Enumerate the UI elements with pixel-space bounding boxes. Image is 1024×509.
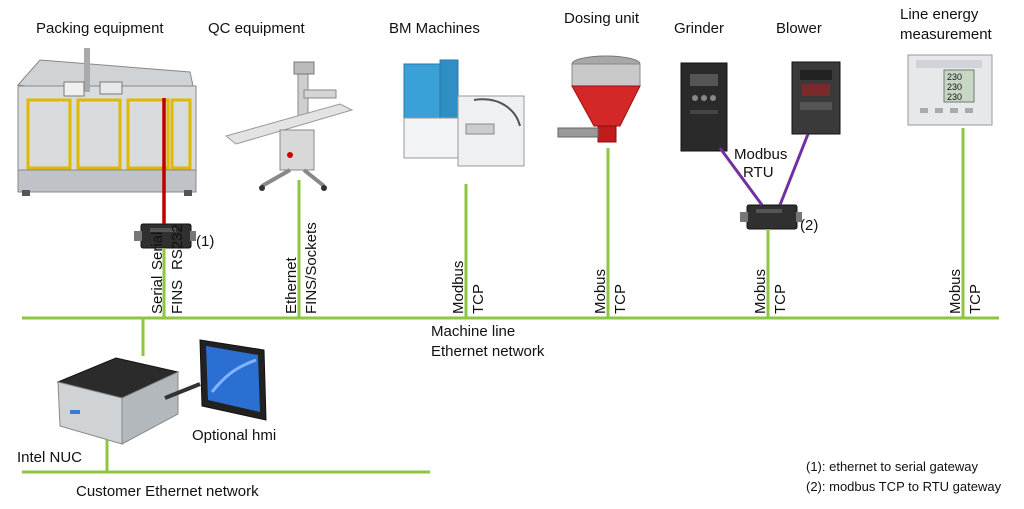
customer-network-label: Customer Ethernet network [76, 483, 259, 500]
hmi-label: Optional hmi [192, 427, 276, 444]
machine-line-label-2: Ethernet network [431, 343, 545, 360]
rtu-cable-blower [778, 133, 810, 206]
energy-title-line2: measurement [900, 26, 993, 43]
svg-text:Mobus: Mobus [592, 269, 609, 314]
svg-text:Modbus: Modbus [450, 261, 467, 314]
gateway2-mobus-tcp-label: Mobus TCP [752, 269, 789, 314]
qc-title: QC equipment [208, 20, 306, 37]
rtu-cable-grinder [718, 147, 764, 206]
dosing-title: Dosing unit [564, 10, 640, 27]
rtu-label-line2: RTU [743, 164, 774, 181]
legend-item-1: (1): ethernet to serial gateway [806, 459, 978, 474]
svg-text:Serial: Serial [149, 232, 166, 270]
legend-item-2: (2): modbus TCP to RTU gateway [806, 479, 1002, 494]
svg-text:FINS: FINS [169, 280, 186, 314]
qc-equipment-image [224, 61, 354, 191]
svg-text:Ethernet: Ethernet [283, 256, 300, 314]
svg-text:Mobus: Mobus [947, 269, 964, 314]
dosing-mobus-tcp-label: Mobus TCP [592, 269, 629, 314]
packing-machine-image [17, 48, 197, 196]
svg-text:Mobus: Mobus [752, 269, 769, 314]
blower-drive-image [791, 61, 841, 135]
optional-hmi-image [164, 339, 267, 421]
bm-modbus-tcp-label: Modbus TCP [450, 261, 487, 314]
gateway-2-tag: (2) [800, 217, 818, 234]
meter-reading-3: 230 [947, 92, 962, 102]
svg-text:TCP: TCP [772, 284, 789, 314]
meter-reading-2: 230 [947, 82, 962, 92]
packing-serial-fins-label: Serial FINS [149, 276, 186, 314]
nuc-label: Intel NUC [17, 449, 82, 466]
dosing-unit-image [557, 55, 641, 143]
rtu-label-line1: Modbus [734, 146, 787, 163]
grinder-title: Grinder [674, 20, 724, 37]
energy-mobus-tcp-label: Mobus TCP [947, 269, 984, 314]
energy-meter-image: 230 230 230 [907, 54, 993, 126]
packing-serial-rs232-label: Serial RS232 [149, 224, 186, 270]
svg-text:TCP: TCP [470, 284, 487, 314]
gateway-1-icon [134, 223, 196, 249]
gateway-1-tag: (1) [196, 233, 214, 250]
svg-text:TCP: TCP [967, 284, 984, 314]
energy-title-line1: Line energy [900, 6, 979, 23]
svg-text:TCP: TCP [612, 284, 629, 314]
grinder-drive-image [680, 62, 728, 152]
qc-ethernet-fins-label: Ethernet FINS/Sockets [283, 222, 320, 314]
blower-title: Blower [776, 20, 822, 37]
svg-text:RS232: RS232 [169, 224, 186, 270]
packing-title: Packing equipment [36, 20, 164, 37]
bm-title: BM Machines [389, 20, 480, 37]
gateway-2-icon [740, 204, 802, 230]
meter-reading-1: 230 [947, 72, 962, 82]
svg-text:Serial: Serial [149, 276, 166, 314]
intel-nuc-image [56, 357, 180, 445]
machine-line-label-1: Machine line [431, 323, 515, 340]
svg-text:FINS/Sockets: FINS/Sockets [303, 222, 320, 314]
bm-machine-image [403, 59, 525, 167]
